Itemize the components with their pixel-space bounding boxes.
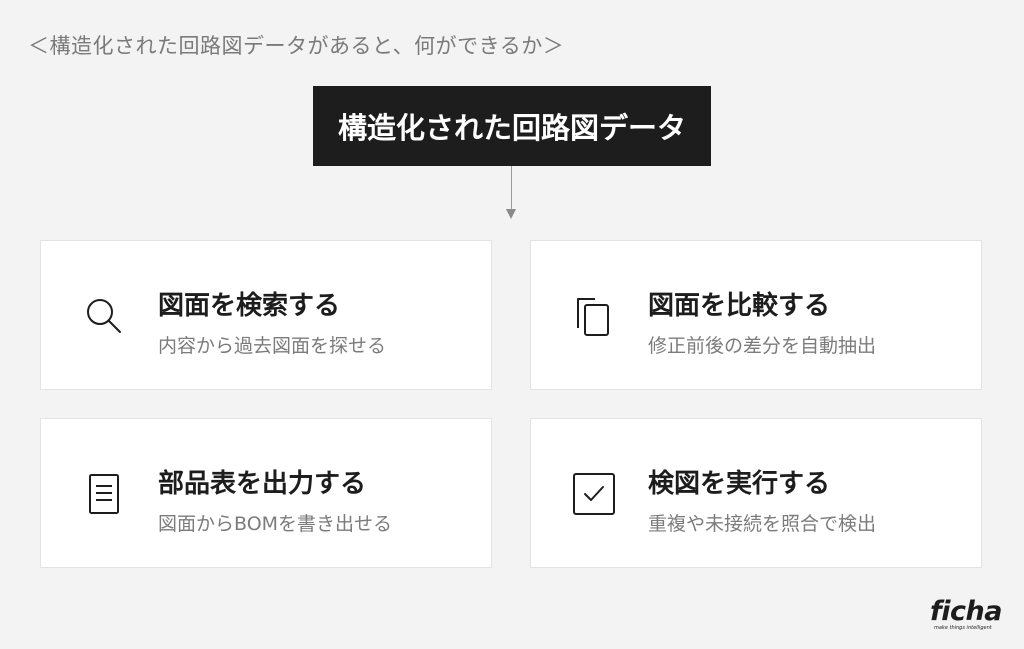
copy-icon [571,293,617,339]
brand-logo: ficha make things intelligent [930,598,1010,634]
card-description: 修正前後の差分を自動抽出 [648,335,877,357]
arrow-down-icon [506,209,516,219]
card-title: 図面を比較する [648,291,831,321]
card-title: 図面を検索する [158,291,341,321]
card-title: 検図を実行する [648,469,831,499]
document-icon [81,471,127,517]
card-compare-drawings: 図面を比較する 修正前後の差分を自動抽出 [530,240,982,390]
source-data-label: 構造化された回路図データ [337,111,686,145]
card-description: 図面からBOMを書き出せる [158,513,393,535]
card-run-check: 検図を実行する 重複や未接続を照合で検出 [530,418,982,568]
card-search-drawings: 図面を検索する 内容から過去図面を探せる [40,240,492,390]
card-title: 部品表を出力する [158,469,367,499]
connector-line [511,166,512,210]
brand-logo-wordmark: ficha [930,596,1002,627]
search-icon [81,293,127,339]
brand-logo-tagline: make things intelligent [934,625,992,631]
card-output-bom: 部品表を出力する 図面からBOMを書き出せる [40,418,492,568]
source-data-box: 構造化された回路図データ [313,86,711,166]
checkbox-icon [571,471,617,517]
card-description: 内容から過去図面を探せる [158,335,387,357]
card-description: 重複や未接続を照合で検出 [648,513,877,535]
page-heading: ＜構造化された回路図データがあると、何ができるか＞ [28,34,565,58]
